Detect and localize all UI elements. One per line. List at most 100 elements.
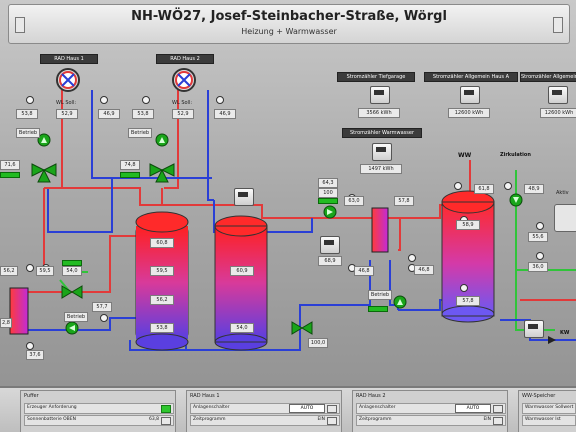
left-temp-1: 59,5: [36, 266, 54, 276]
mixer-bottom-pct: 100,0: [308, 338, 328, 348]
rad1-wl-soll-label: WL Soll:: [56, 100, 77, 106]
nav-left-button[interactable]: [15, 17, 25, 33]
rad1-dial-icon[interactable]: [56, 68, 80, 92]
buffer1-temp-2: 59,5: [150, 266, 174, 276]
main-pump-pct: 100: [318, 188, 338, 198]
meter-tiefgarage-label: Stromzähler Tiefgarage: [337, 72, 415, 82]
heat-exchanger-ww: [371, 207, 389, 253]
rad2-betrieb-button[interactable]: Betrieb: [128, 128, 152, 138]
meter-tiefgarage-icon[interactable]: [370, 86, 390, 104]
rad2-wl-soll-label: WL Soll:: [172, 100, 193, 106]
ww-betrieb-button[interactable]: Betrieb: [368, 290, 392, 300]
left-flow-temp: 54,0: [62, 266, 82, 276]
pump-rad1-icon[interactable]: [37, 133, 51, 147]
panel-ww-title: WW-Speicher: [522, 393, 556, 399]
puffer-row-oben: Sonnenbatterie OBEN 63,8: [24, 415, 174, 426]
left-green-bar: [62, 260, 82, 266]
rad2-zeit-value: EIN: [483, 417, 491, 422]
pump-left-icon[interactable]: [65, 321, 79, 335]
heat-meter-ww-icon[interactable]: [320, 236, 340, 254]
rad2-row-zeit: Zeitprogramm EIN: [356, 415, 506, 426]
buffer2-temp-bottom: 54,0: [230, 323, 254, 333]
rad1-zeit-value: EIN: [317, 417, 325, 422]
zirkulation-label: Zirkulation: [500, 152, 531, 158]
puffer-oben-label: Sonnenbatterie OBEN: [27, 417, 76, 422]
kw-valve-icon[interactable]: [548, 336, 556, 344]
nav-right-button[interactable]: [553, 17, 563, 33]
puffer-oben-button[interactable]: [161, 417, 171, 425]
rad2-mode-button[interactable]: [493, 405, 503, 413]
rad1-mode-button[interactable]: [327, 405, 337, 413]
ww-pump-bar: [368, 306, 388, 312]
rad1-zeit-label: Zeitprogramm: [193, 417, 226, 422]
mixer-valve-bottom-icon[interactable]: [291, 321, 313, 335]
heat-meter-main-icon[interactable]: [234, 188, 254, 206]
left-return-temp: 57,7: [92, 302, 112, 312]
meter-allg-b-icon[interactable]: [548, 86, 568, 104]
rad2-zeit-label: Zeitprogramm: [359, 417, 392, 422]
rad1-row-zeit: Zeitprogramm EIN: [190, 415, 340, 426]
mixer-valve-rad2-icon[interactable]: [149, 163, 175, 183]
panel-rad2: RAD Haus 2 Anlagenschalter AUTO Zeitprog…: [352, 390, 508, 432]
right-temp-1: 55,6: [528, 232, 548, 242]
hx-ww-temp-3: 46,8: [354, 266, 374, 276]
ww-ist-label: Warmwasser Ist: [525, 417, 561, 422]
panel-rad1-title: RAD Haus 1: [190, 393, 220, 399]
right-temp-2: 36,0: [528, 262, 548, 272]
rad2-piping: [164, 90, 214, 201]
rad2-dial-icon[interactable]: [172, 68, 196, 92]
panel-ww: WW-Speicher Warmwasser Sollwert Warmwass…: [518, 390, 576, 432]
left-temp-2: 56,2: [0, 266, 18, 276]
rad2-header-tag: RAD Haus 2: [156, 54, 214, 64]
rad2-row-schalter: Anlagenschalter AUTO: [356, 403, 506, 414]
meter-ww-value: 1497 kWh: [360, 164, 402, 174]
meter-allg-a-icon[interactable]: [460, 86, 480, 104]
kw-label: KW: [560, 330, 570, 336]
panel-puffer-title: Puffer: [24, 393, 39, 399]
pump-ww-icon[interactable]: [393, 295, 407, 309]
left-betrieb-button[interactable]: Betrieb: [64, 312, 88, 322]
rad1-line-temp: 71,6: [0, 160, 20, 170]
rad1-setpoint: 52,9: [56, 109, 78, 119]
page-subtitle: Heizung + Warmwasser: [241, 27, 337, 36]
rad1-betrieb-button[interactable]: Betrieb: [16, 128, 40, 138]
main-pump-bar: [318, 198, 338, 204]
water-meter-icon[interactable]: [524, 320, 544, 338]
main-temp-2: 63,0: [344, 196, 364, 206]
ww-tank-temp-top: 58,9: [456, 220, 480, 230]
meter-ww-label: Stromzähler Warmwasser: [342, 128, 422, 138]
ww-soll-label: Warmwasser Sollwert: [525, 405, 574, 410]
rad2-zeit-button[interactable]: [493, 417, 503, 425]
control-strip: Puffer Erzeuger Anforderung Sonnenbatter…: [0, 386, 576, 432]
pump-zirk-icon[interactable]: [509, 193, 523, 207]
rad2-mode-select[interactable]: AUTO: [455, 404, 491, 413]
page-title: NH-WÖ27, Josef-Steinbacher-Straße, Wörgl: [131, 9, 447, 24]
rad2-schalter-label: Anlagenschalter: [359, 405, 396, 410]
rad1-zeit-button[interactable]: [327, 417, 337, 425]
aktiv-label: Aktiv: [556, 190, 569, 196]
rad2-valve-bar: [120, 172, 140, 178]
meter-allg-b-value: 12600 kWh: [540, 108, 576, 118]
meter-tiefgarage-value: 3566 kWh: [358, 108, 400, 118]
mixer-valve-left-icon[interactable]: [61, 285, 83, 299]
zirk-temp: 48,9: [524, 184, 544, 194]
ww-row-ist: Warmwasser Ist: [522, 415, 576, 426]
pump-rad2-icon[interactable]: [155, 133, 169, 147]
main-flow-temp: 64,3: [318, 178, 338, 188]
rad1-flow-temp: 53,8: [16, 109, 38, 119]
meter-allg-a-value: 12600 kWh: [448, 108, 490, 118]
ww-tank-temp-bottom: 57,8: [456, 296, 480, 306]
meter-allg-a-label: Stromzähler Allgemein Haus A: [424, 72, 518, 82]
pump-main-icon[interactable]: [323, 205, 337, 219]
meter-ww-icon[interactable]: [372, 143, 392, 161]
mixer-valve-rad1-icon[interactable]: [31, 163, 57, 183]
left-temp-4: 2,8: [0, 318, 12, 328]
hx-ww-temp-2: 46,8: [414, 265, 434, 275]
rad1-mode-select[interactable]: AUTO: [289, 404, 325, 413]
rad2-setpoint: 52,9: [172, 109, 194, 119]
rad1-valve-bar: [0, 172, 20, 178]
aktiv-unit-icon[interactable]: [554, 204, 576, 232]
rad2-line-temp: 74,8: [120, 160, 140, 170]
meter-allg-b-label: Stromzähler Allgemein Haus B: [520, 72, 576, 82]
